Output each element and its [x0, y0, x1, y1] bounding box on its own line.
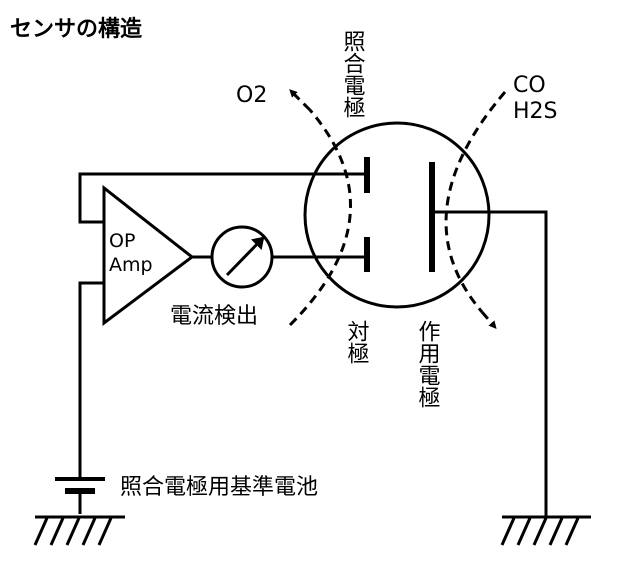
- ammeter-icon: [210, 225, 274, 289]
- oxygen-arrow: [289, 89, 312, 112]
- ground-left-icon: [33, 515, 125, 546]
- carbon-monoxide-label: CO: [513, 73, 546, 98]
- working-electrode-label: 作用電極: [415, 320, 441, 408]
- gas-arrow: [480, 311, 497, 330]
- op-amp-triangle: [102, 184, 195, 326]
- reference-battery-label: 照合電極用基準電池: [120, 475, 318, 500]
- gas-path-dashed: [444, 91, 507, 313]
- op-amp-label-line2: Amp: [109, 254, 153, 276]
- circuit-wires: [78, 172, 548, 517]
- oxygen-label: O2: [236, 83, 267, 108]
- counter-electrode-label: 対極: [344, 320, 370, 364]
- reference-electrode-label: 照合電極: [340, 30, 366, 118]
- current-detection-label: 電流検出: [170, 304, 258, 329]
- diagram-title: センサの構造: [10, 16, 142, 42]
- hydrogen-sulfide-label: H2S: [513, 99, 558, 124]
- reference-battery-icon: [55, 477, 105, 494]
- ground-right-icon: [500, 515, 591, 546]
- op-amp-label-line1: OP: [109, 230, 135, 252]
- sensor-cell-circle: [303, 121, 491, 309]
- oxygen-path-dashed: [288, 109, 352, 327]
